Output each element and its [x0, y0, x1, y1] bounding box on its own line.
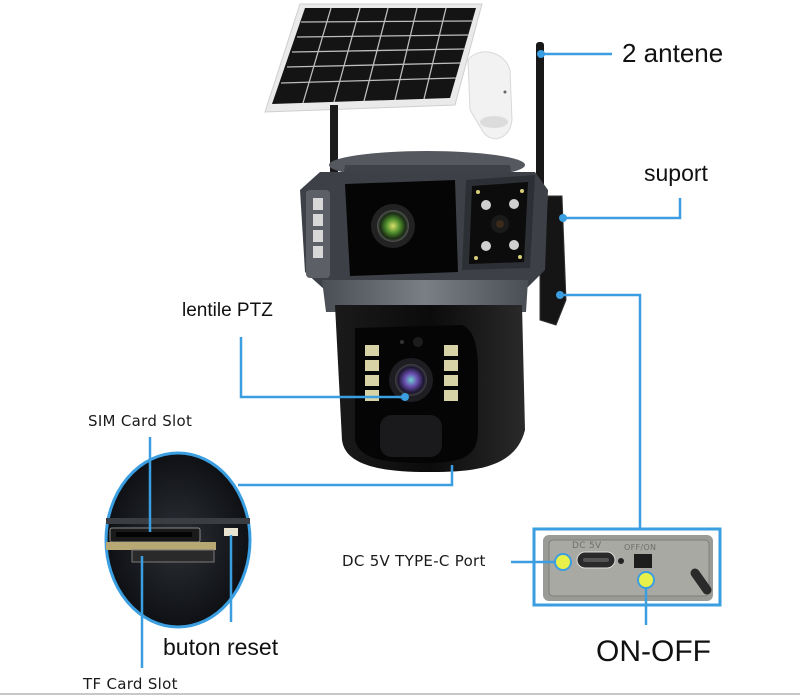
- label-reset-button: buton reset: [163, 634, 279, 660]
- engraved-dc-text: DC 5V: [572, 541, 602, 551]
- wall-mount-bracket: [467, 51, 513, 140]
- port-panel-inset: [532, 527, 722, 607]
- label-antennas: 2 antene: [622, 38, 724, 68]
- callout-lines: [140, 52, 682, 668]
- label-tf-slot: TF Card Slot: [83, 675, 178, 693]
- ptz-lens: [395, 364, 427, 396]
- ptz-body: [335, 305, 525, 472]
- label-sim-slot: SIM Card Slot: [88, 412, 193, 430]
- switch-marker: [637, 571, 655, 589]
- label-ptz-lens: lentile PTZ: [182, 300, 273, 321]
- label-dc-port: DC 5V TYPE-C Port: [342, 552, 486, 570]
- label-power-switch: ON-OFF: [596, 635, 711, 668]
- fixed-lens: [377, 210, 409, 242]
- left-antenna: [330, 105, 338, 175]
- solar-panel: [264, 3, 483, 113]
- bottom-divider: [0, 693, 800, 695]
- engraved-switch-text: OFF/ON: [624, 543, 657, 552]
- upper-camera-housing: [300, 172, 548, 290]
- slot-closeup-inset: [104, 451, 252, 629]
- label-bracket: suport: [644, 160, 708, 186]
- rotation-ring: [322, 280, 528, 312]
- dc-port-marker: [554, 553, 572, 571]
